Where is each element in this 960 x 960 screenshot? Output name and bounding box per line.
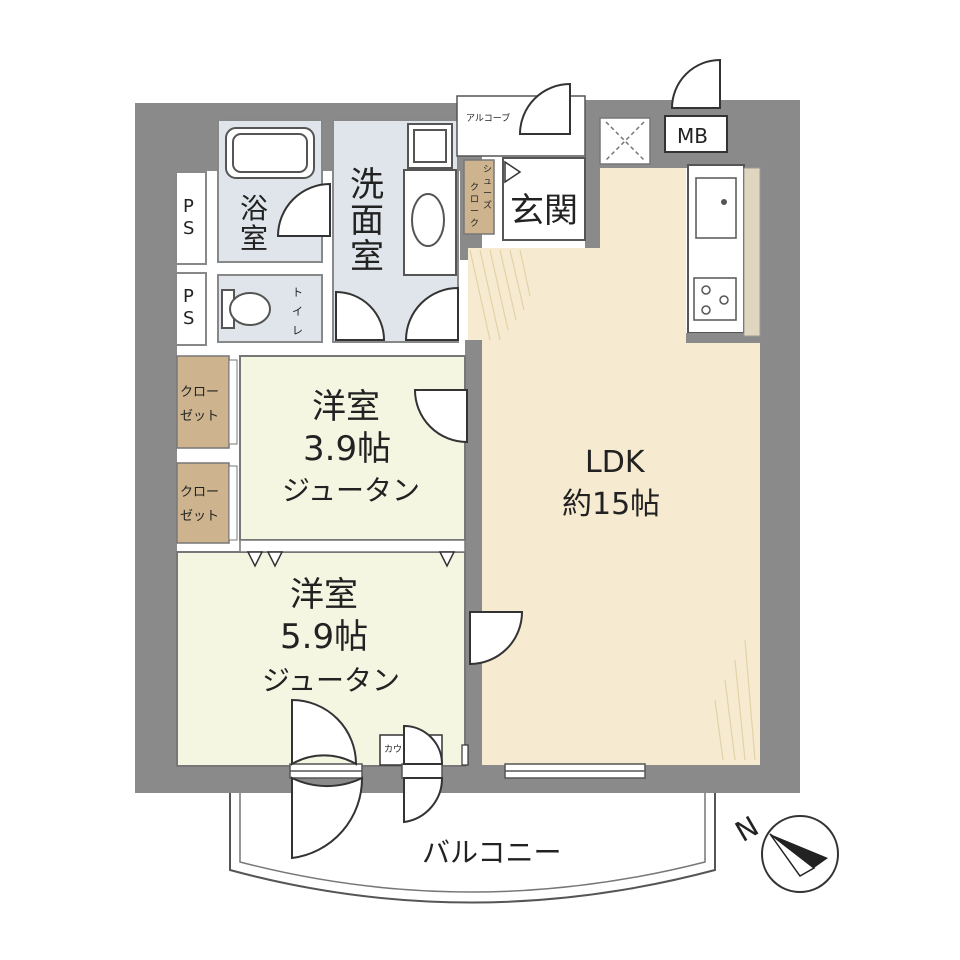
balcony-doors — [289, 698, 444, 860]
toilet-label-3: レ — [292, 324, 303, 337]
western-room-1: 洋室 3.9帖 ジュータン — [239, 355, 468, 541]
closet1-label-2: ゼット — [180, 409, 219, 424]
washroom-ldk-door[interactable] — [404, 286, 459, 341]
shoe-cloak-label-4: ズ — [483, 199, 492, 211]
mb-area: MB — [599, 58, 728, 165]
room2-size: 5.9帖 — [280, 617, 368, 657]
front-door[interactable] — [518, 82, 571, 135]
bath-label-2: 室 — [240, 222, 268, 255]
entrance-area: アルコーブ シ ュ ー ズ ク ロ ー ク 玄関 — [456, 82, 586, 241]
room2-name: 洋室 — [290, 575, 358, 615]
balcony: バルコニー — [229, 793, 716, 904]
compass-letter: N — [730, 810, 765, 849]
shoe-cloak-label-8: ク — [470, 218, 479, 229]
balcony-label: バルコニー — [422, 836, 561, 869]
washroom-label-1: 洗 — [350, 165, 384, 205]
alcove-label: アルコーブ — [466, 112, 510, 124]
washroom: 洗 面 室 — [332, 119, 459, 343]
ps-label-2a: P — [183, 286, 194, 307]
ps-label-1b: S — [183, 218, 194, 239]
walls — [135, 100, 800, 793]
ps-label-2b: S — [183, 308, 194, 329]
ldk-size: 約15帖 — [562, 487, 660, 522]
toilet-label-2: イ — [292, 305, 303, 318]
mb-label: MB — [677, 124, 708, 148]
balcony-door-upper[interactable] — [291, 698, 358, 766]
room1-door[interactable] — [413, 389, 468, 444]
toilet-label-1: ト — [292, 286, 303, 299]
room1-name: 洋室 — [312, 387, 380, 427]
bath-door[interactable] — [276, 182, 331, 237]
ldk-side-door[interactable] — [469, 611, 524, 666]
toilet-room: ト イ レ — [217, 274, 323, 343]
ldk: LDK 約15帖 — [465, 164, 761, 779]
room1-floor: ジュータン — [282, 474, 420, 507]
compass-needle-icon — [770, 834, 828, 868]
counter-door-lower[interactable] — [403, 777, 444, 824]
closet2-label-2: ゼット — [180, 509, 219, 524]
closets: クロー ゼット クロー ゼット — [176, 355, 238, 544]
shoe-cloak-label-7: ー — [470, 207, 479, 217]
counter-door-upper[interactable] — [403, 724, 444, 765]
bathroom: 浴 室 — [217, 119, 331, 263]
washroom-door[interactable] — [335, 290, 386, 341]
entrance-label: 玄関 — [510, 191, 578, 231]
balcony-door-lower[interactable] — [291, 776, 364, 860]
ps-shafts: P S P S — [175, 171, 207, 346]
bath-label-1: 浴 — [240, 192, 268, 225]
shoe-cloak-label-1: シ — [483, 165, 492, 175]
shoe-cloak-label-2: ュ — [483, 177, 492, 187]
compass: N — [730, 810, 839, 893]
ps-label-1a: P — [183, 196, 194, 217]
shoe-cloak-label-6: ロ — [470, 195, 479, 205]
closet2-label-1: クロー — [180, 485, 219, 500]
washroom-label-2: 面 — [350, 201, 384, 241]
shoe-cloak-label-5: ク — [470, 182, 479, 193]
ldk-name: LDK — [585, 445, 646, 480]
shoe-cloak-label-3: ー — [483, 189, 492, 199]
washroom-label-3: 室 — [350, 237, 384, 277]
closet1-label-1: クロー — [180, 385, 219, 400]
mb-door[interactable] — [670, 58, 721, 109]
room2-floor: ジュータン — [262, 664, 400, 697]
room1-size: 3.9帖 — [303, 429, 391, 469]
